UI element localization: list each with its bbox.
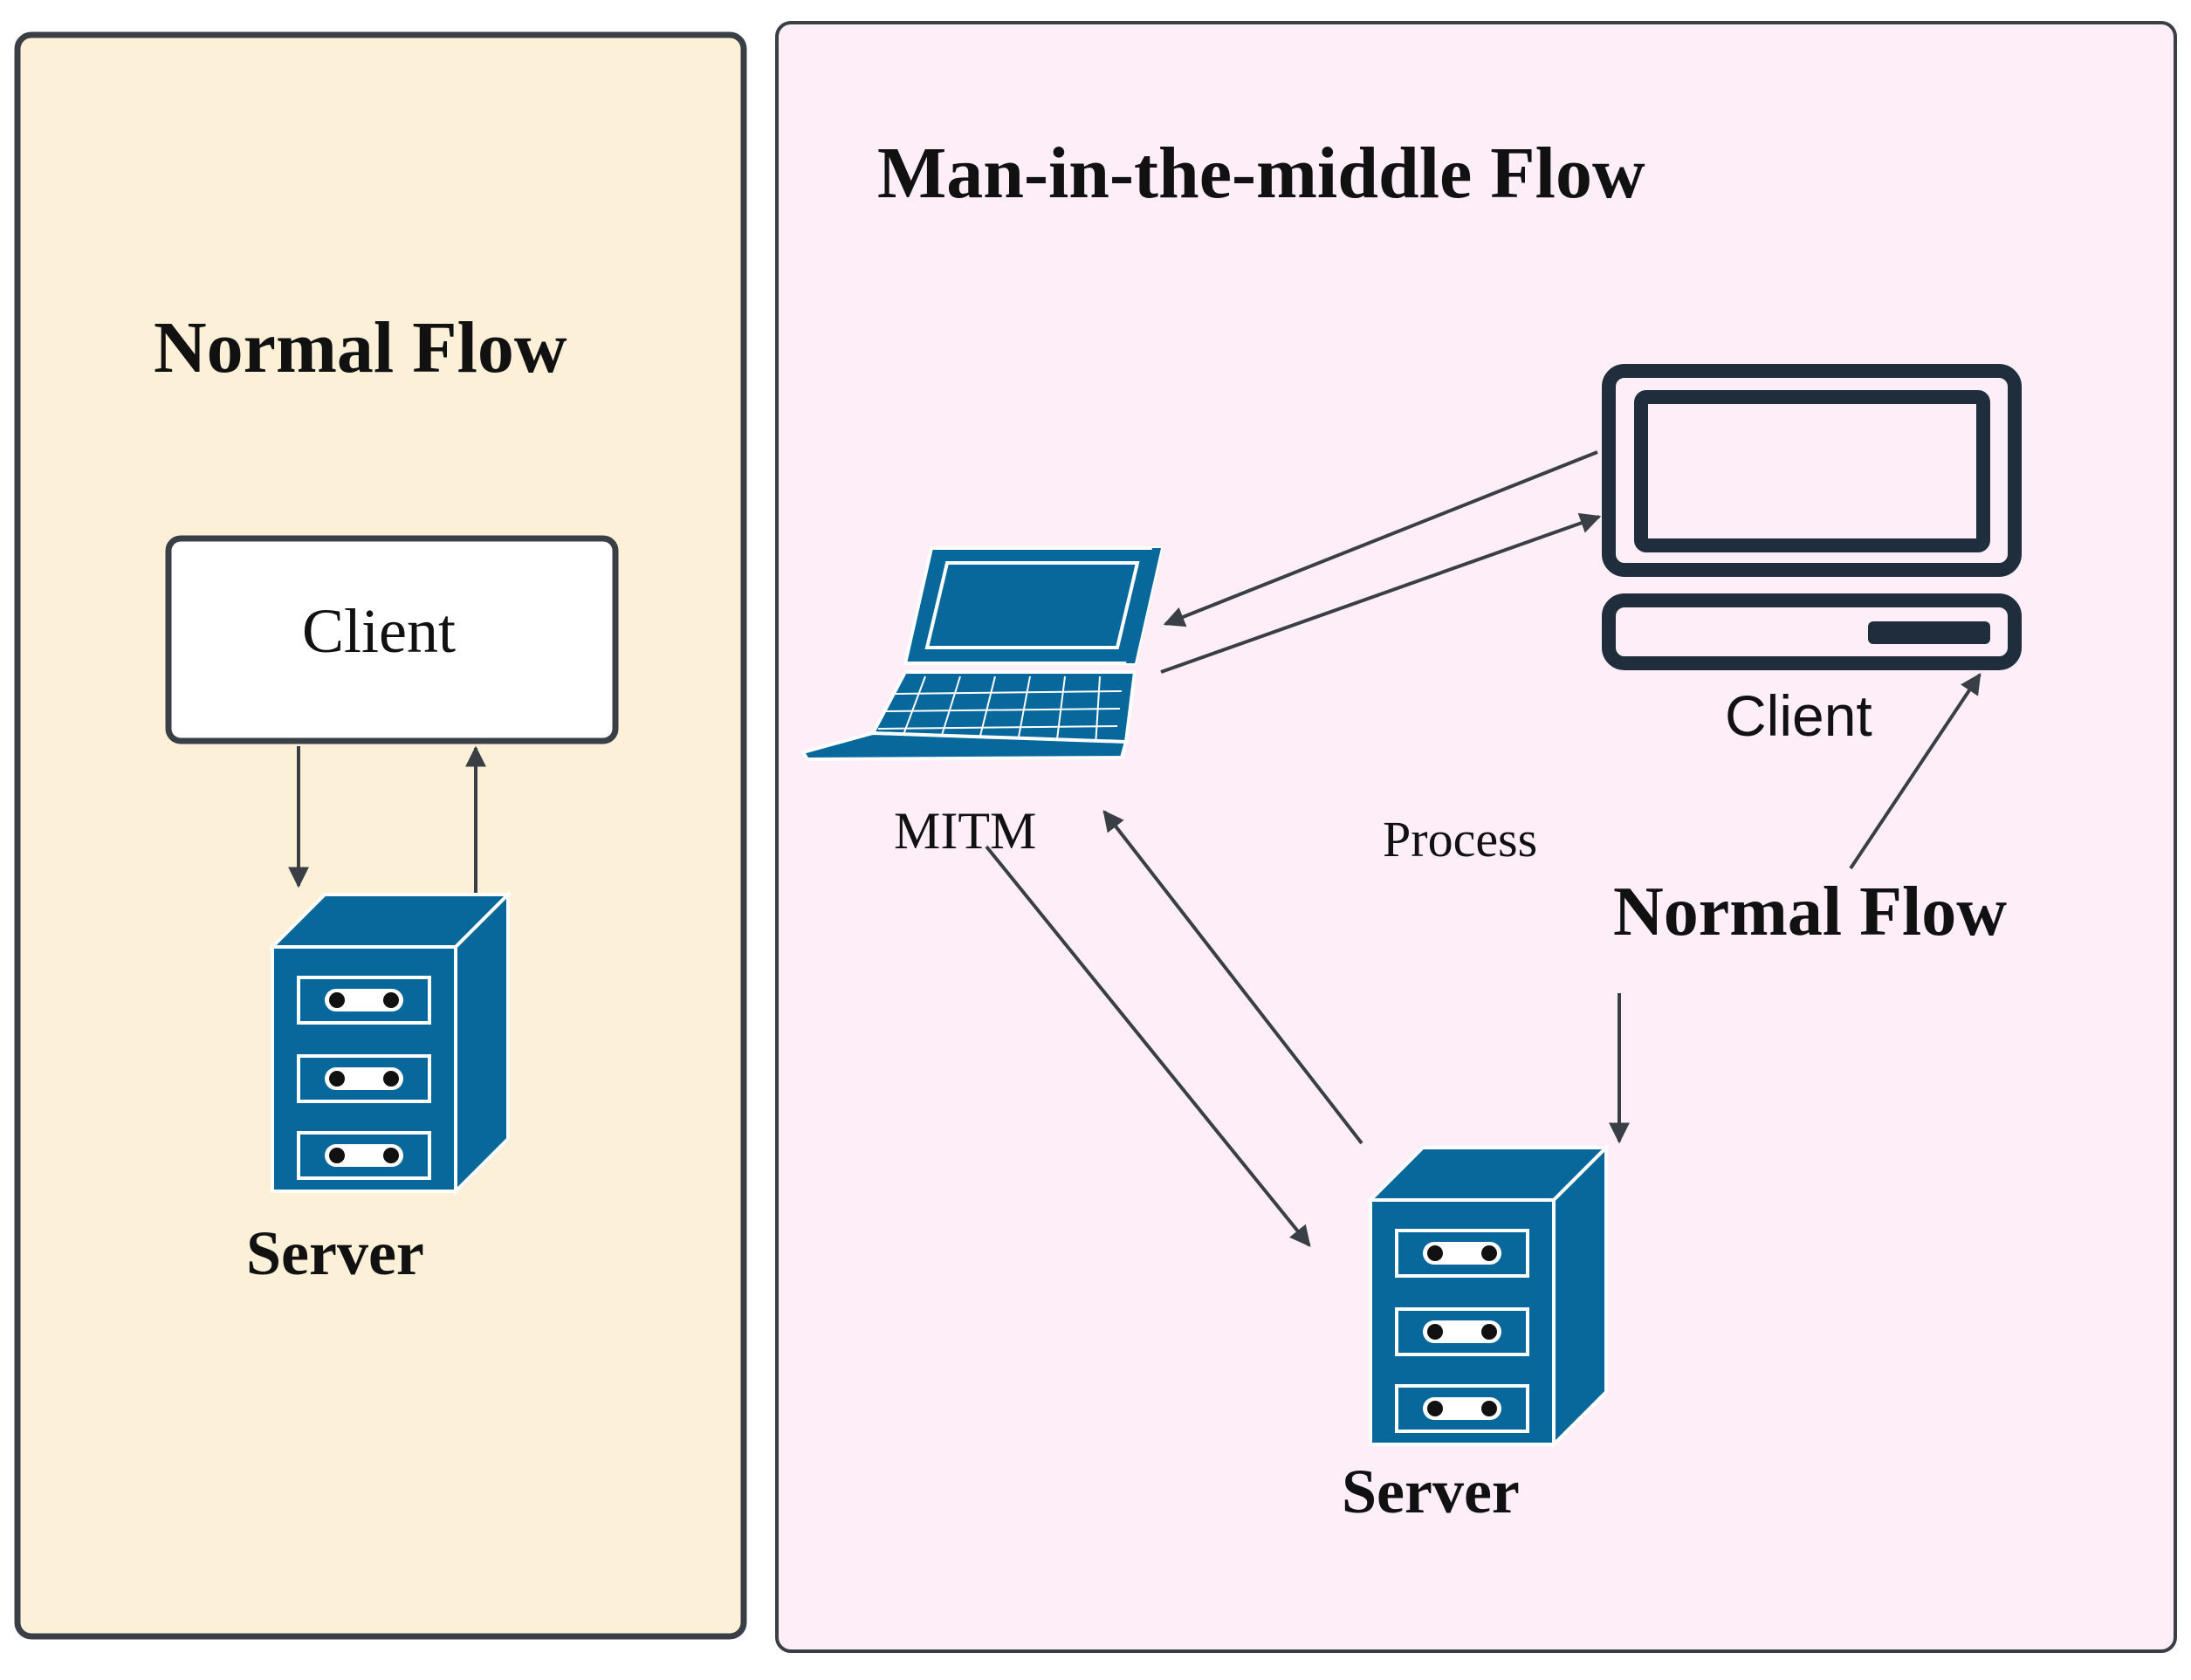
- mitm-to-server-arrow: [985, 845, 1311, 1247]
- mitm-label: MITM: [894, 802, 1037, 860]
- right-client-label: Client: [1725, 683, 1872, 748]
- left-client-label: Client: [302, 596, 456, 666]
- right-panel: [775, 21, 2177, 1653]
- client-to-mitm-arrow: [1163, 450, 1598, 627]
- right-server-icon: [1369, 1146, 1608, 1446]
- client-desktop-icon: [1602, 364, 2022, 670]
- right-server-label: Server: [1342, 1457, 1520, 1526]
- left-panel: [14, 31, 747, 1640]
- process-label: Process: [1383, 811, 1538, 867]
- left-server-label: Server: [246, 1218, 424, 1288]
- left-client-box: [165, 535, 619, 744]
- server-to-mitm-arrow: [1102, 810, 1363, 1145]
- left-server-icon: [271, 893, 510, 1193]
- right-panel-title: Man-in-the-middle Flow: [877, 133, 1645, 214]
- left-panel-title: Normal Flow: [154, 307, 567, 388]
- mitm-laptop-icon: [800, 546, 1164, 762]
- normal-flow-to-client-arrow: [1849, 673, 1982, 870]
- mitm-to-client-arrow: [1160, 512, 1602, 674]
- right-normal-flow-label: Normal Flow: [1613, 874, 2008, 950]
